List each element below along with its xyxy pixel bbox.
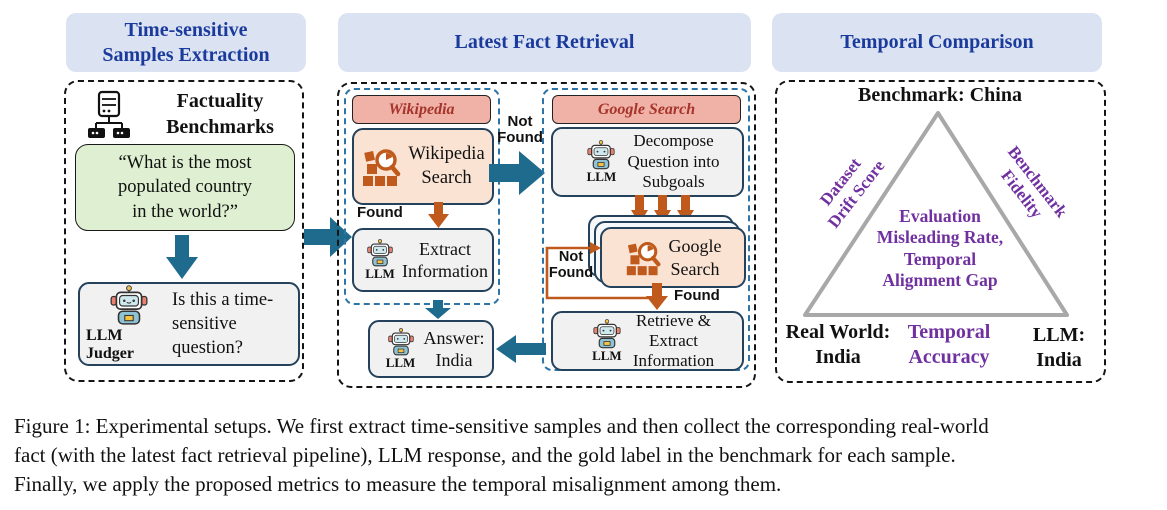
robot-icon: [107, 285, 151, 327]
benchmark-question-box: “What is the most populated country in t…: [75, 144, 295, 231]
robot-icon: [365, 238, 395, 268]
comparison-triangle: [780, 103, 1102, 321]
decompose-box: LLM Decompose Question into Subgoals: [551, 127, 744, 197]
left-arrow: [494, 334, 546, 364]
down-arrow: [165, 235, 199, 280]
not-found-label: Not Found: [497, 113, 543, 146]
extraction-panel-title: Time-sensitive Samples Extraction: [66, 13, 306, 72]
wikipedia-header: Wikipedia: [352, 95, 491, 124]
right-arrow: [304, 215, 354, 259]
llm-label: LLM: [586, 168, 617, 184]
extraction-panel: [64, 80, 304, 382]
figure-caption: Figure 1: Experimental setups. We first …: [14, 414, 989, 496]
real-world-india-label: Real World: India: [785, 321, 891, 368]
wikipedia-search-box: Wikipedia Search: [352, 128, 494, 205]
robot-icon: [386, 327, 416, 357]
answer-label: Answer: India: [423, 327, 485, 371]
search-icon: [361, 146, 403, 188]
llm-judger-box: LLM Judger Is this a time- sensitive que…: [78, 282, 300, 366]
decompose-label: Decompose Question into Subgoals: [627, 130, 720, 192]
robot-icon: [591, 318, 623, 350]
extract-information-box: LLM Extract Information: [352, 228, 494, 292]
down-arrow: [645, 283, 669, 311]
down-arrow: [427, 202, 450, 229]
wiki-found-label: Found: [357, 204, 403, 221]
search-icon: [625, 239, 663, 277]
judger-question-text: Is this a time- sensitive question?: [172, 289, 274, 359]
temporal-accuracy-label: Temporal Accuracy: [907, 321, 991, 368]
google-search-header: Google Search: [552, 95, 741, 124]
retrieval-panel-title: Latest Fact Retrieval: [338, 13, 751, 72]
google-search-label: Google Search: [668, 236, 722, 279]
not-found-loop-arrow: [540, 240, 660, 302]
google-search-box: Google Search: [600, 227, 746, 288]
right-arrow: [489, 149, 547, 197]
comparison-panel: [775, 80, 1106, 383]
answer-box: LLM Answer: India: [368, 320, 494, 378]
factuality-benchmarks-label: Factuality Benchmarks: [166, 90, 274, 138]
benchmark-china-label: Benchmark: China: [858, 84, 1022, 106]
database-icon: [86, 90, 132, 140]
center-metrics-label: Evaluation Misleading Rate, Temporal Ali…: [876, 206, 1004, 291]
llm-india-label: LLM: India: [1032, 324, 1086, 371]
llm-label: LLM: [385, 354, 416, 370]
google-not-found-label: Not Found: [548, 249, 594, 281]
google-found-label: Found: [674, 287, 720, 304]
retrieval-panel: [337, 82, 756, 388]
retrieve-extract-label: Retrieve & Extract Information: [632, 310, 715, 371]
down-arrow: [424, 300, 452, 320]
llm-judger-label: LLM Judger: [86, 327, 134, 362]
wikipedia-subpanel: [344, 88, 500, 305]
extract-information-label: Extract Information: [402, 238, 488, 282]
comparison-panel-title: Temporal Comparison: [772, 13, 1102, 72]
llm-label: LLM: [592, 347, 622, 363]
llm-label: LLM: [365, 265, 395, 281]
robot-icon: [585, 139, 617, 171]
wikipedia-search-label: Wikipedia Search: [408, 144, 485, 188]
retrieve-extract-box: LLM Retrieve & Extract Information: [551, 311, 744, 371]
